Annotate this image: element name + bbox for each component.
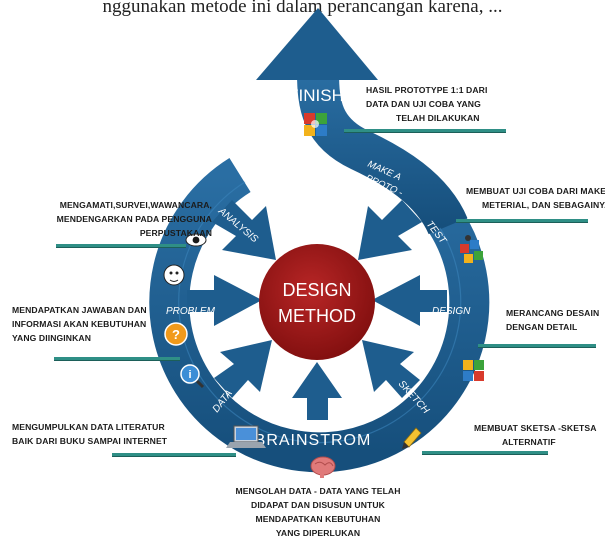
note-test-line2: METERIAL, DAN SEBAGAINYA — [482, 200, 605, 210]
truncated-top-text: nggunakan metode ini dalam perancangan k… — [102, 0, 503, 17]
underline-data — [112, 453, 236, 457]
underline-design — [478, 344, 596, 348]
note-design: MERANCANG DESAIN DENGAN DETAIL — [506, 306, 599, 334]
inward-arrows — [187, 200, 447, 420]
underline-finish — [344, 129, 506, 133]
note-finish-line1: HASIL PROTOTYPE 1:1 DARI — [366, 85, 488, 95]
note-finish-line3: TELAH DILAKUKAN — [396, 113, 480, 123]
puzzle-pieces-icon — [304, 113, 327, 136]
eye-icon — [185, 233, 207, 247]
note-test-line1: MEMBUAT UJI COBA DARI MAKET, — [466, 186, 605, 196]
puzzle-icon — [463, 360, 484, 381]
finish-label: FINISH — [288, 86, 344, 105]
note-sketch: MEMBUAT SKETSA -SKETSA ALTERNATIF — [474, 421, 597, 449]
underline-problem — [54, 357, 180, 361]
underline-analysis — [56, 244, 186, 248]
finish-arrowhead — [256, 8, 378, 80]
note-problem-line3: YANG DIINGINKAN — [12, 333, 92, 343]
note-brainstorm-line3: MENDAPATKAN KEBUTUHAN — [255, 514, 381, 524]
stage-design: DESIGN — [432, 306, 471, 317]
brain-icon — [310, 456, 336, 478]
note-finish-line2: DATA DAN UJI COBA YANG — [366, 99, 481, 109]
underline-test — [456, 219, 588, 223]
spiral-ring — [149, 8, 490, 473]
people-blocks-icon — [460, 235, 483, 263]
note-analysis-line3: PERPUSTAKAAN — [139, 228, 212, 238]
pencil-icon — [402, 427, 422, 449]
info-magnifier-icon: i — [180, 364, 205, 389]
note-brainstorm-line1: MENGOLAH DATA - DATA YANG TELAH — [235, 486, 401, 496]
brainstorm-label: BRAINSTROM — [255, 432, 372, 449]
note-problem-line1: MENDAPATKAN JAWABAN DAN — [12, 305, 147, 315]
note-problem-line2: INFORMASI AKAN KEBUTUHAN — [12, 319, 147, 329]
note-sketch-line2: ALTERNATIF — [502, 437, 556, 447]
note-data-line2: BAIK DARI BUKU SAMPAI INTERNET — [12, 436, 168, 446]
note-finish: HASIL PROTOTYPE 1:1 DARI DATA DAN UJI CO… — [366, 83, 487, 125]
laptop-icon — [226, 425, 266, 448]
note-brainstorm-line4: YANG DIPERLUKAN — [275, 528, 361, 538]
note-data-line1: MENGUMPULKAN DATA LITERATUR — [12, 422, 165, 432]
center-title-line1: DESIGN — [282, 280, 351, 300]
note-brainstorm-line2: DIDAPAT DAN DISUSUN UNTUK — [251, 500, 385, 510]
question-icon: ? — [164, 322, 188, 346]
center-circle — [259, 244, 375, 360]
note-design-line2: DENGAN DETAIL — [506, 322, 578, 332]
underline-sketch — [422, 451, 548, 455]
note-analysis-line1: MENGAMATI,SURVEI,WAWANCARA, — [59, 200, 212, 210]
svg-text:i: i — [188, 369, 191, 381]
note-brainstorm: MENGOLAH DATA - DATA YANG TELAH DIDAPAT … — [218, 484, 418, 540]
note-design-line1: MERANCANG DESAIN — [506, 308, 600, 318]
note-data: MENGUMPULKAN DATA LITERATUR BAIK DARI BU… — [12, 420, 167, 448]
note-problem: MENDAPATKAN JAWABAN DAN INFORMASI AKAN K… — [12, 303, 147, 345]
note-analysis-line2: MENDENGARKAN PADA PENGGUNA — [56, 214, 212, 224]
note-analysis: MENGAMATI,SURVEI,WAWANCARA, MENDENGARKAN… — [12, 198, 212, 240]
thinking-head-icon — [163, 264, 185, 286]
note-sketch-line1: MEMBUAT SKETSA -SKETSA — [474, 423, 597, 433]
svg-text:?: ? — [172, 327, 180, 342]
note-test: MEMBUAT UJI COBA DARI MAKET, METERIAL, D… — [466, 184, 605, 212]
center-title-line2: METHOD — [278, 306, 356, 326]
stage-problem: PROBLEM — [166, 306, 216, 317]
